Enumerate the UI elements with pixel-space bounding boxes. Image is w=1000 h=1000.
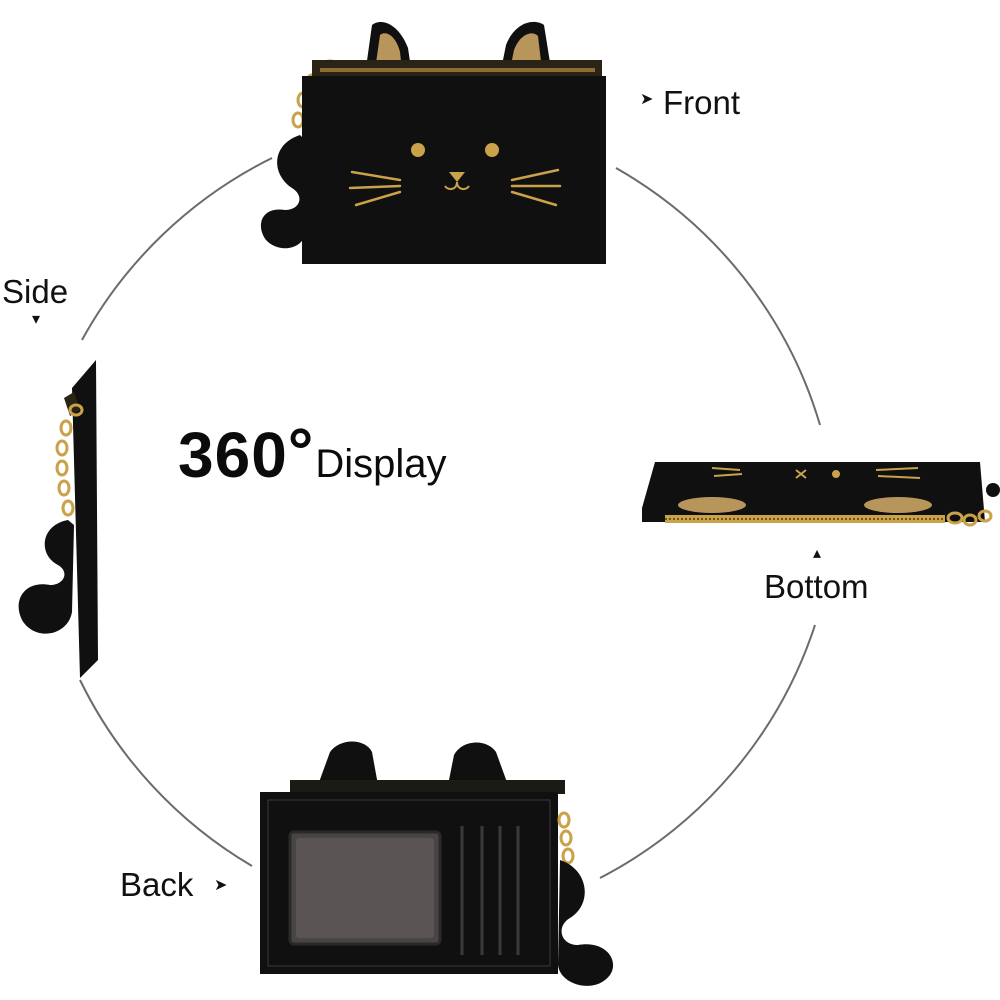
tail-side — [18, 520, 74, 634]
headline-word: Display — [315, 442, 447, 486]
front-arrow-icon: ➤ — [640, 91, 654, 108]
tail-back — [558, 860, 614, 986]
label-back: Back — [120, 866, 194, 903]
left-ear-back — [318, 741, 378, 785]
headline: 360°Display — [178, 415, 447, 492]
headline-degree: ° — [287, 415, 314, 487]
side-arrow-icon: ▾ — [32, 311, 41, 328]
arc-front-to-side — [81, 157, 273, 341]
arc-front-to-bottom — [615, 167, 821, 426]
label-bottom: Bottom — [764, 568, 869, 605]
arc-bottom-to-back — [599, 624, 816, 879]
headline-number: 360 — [178, 419, 288, 491]
back-arrow-icon: ➤ — [214, 877, 228, 894]
right-ear-back — [448, 742, 508, 785]
cat-face-bottom — [711, 467, 921, 479]
arc-side-to-back — [79, 679, 253, 867]
bottom-arrow-icon: ▴ — [813, 545, 822, 562]
side-body — [72, 360, 98, 678]
tail-front — [260, 135, 305, 249]
card-slots — [460, 826, 520, 955]
label-side: Side — [2, 273, 69, 310]
cat-face-front — [348, 143, 562, 207]
label-front: Front — [663, 84, 741, 121]
